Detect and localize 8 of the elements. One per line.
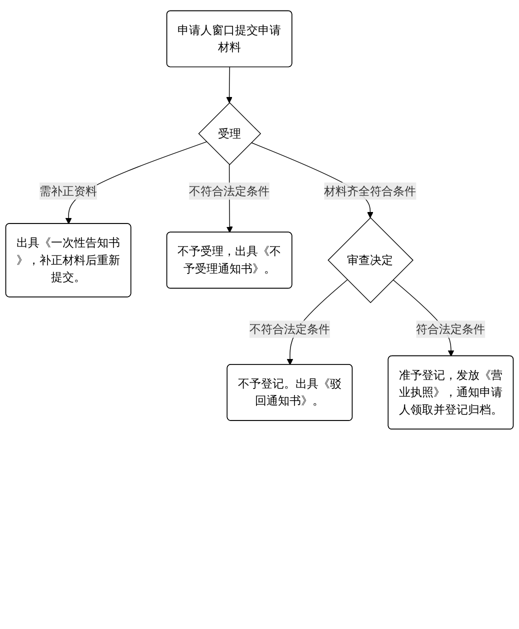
arrow bbox=[226, 66, 232, 104]
edge-label: 符合法定条件 bbox=[416, 322, 486, 336]
edge-label: 不符合法定条件 bbox=[249, 322, 330, 336]
edge-label: 材料齐全符合条件 bbox=[324, 184, 416, 198]
node-diamond: 受理 bbox=[198, 102, 262, 166]
edge-label: 需补正资料 bbox=[40, 184, 98, 198]
node-diamond: 审查决定 bbox=[328, 217, 414, 304]
edge-label: 不符合法定条件 bbox=[189, 184, 270, 198]
